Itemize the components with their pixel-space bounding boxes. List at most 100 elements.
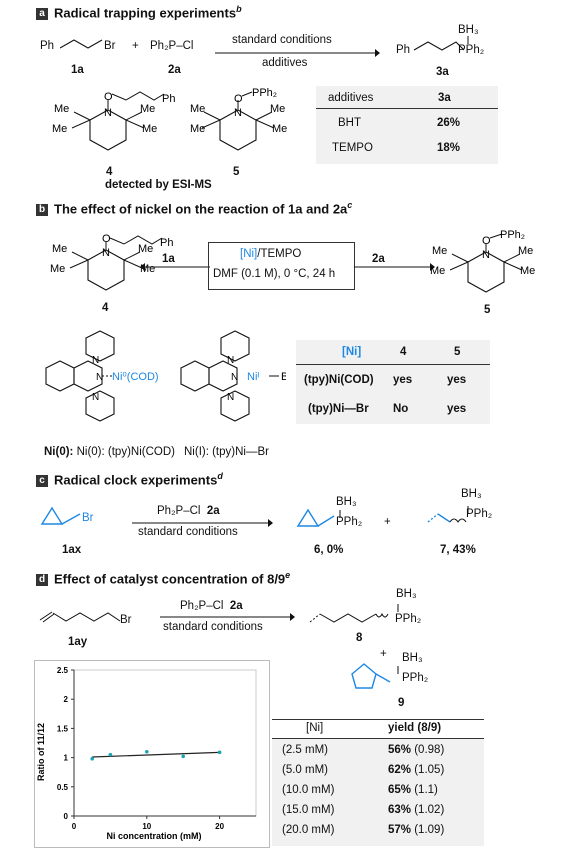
chart-point [181, 754, 185, 759]
ni1-complex-structure: N N N Niᴵ Br [180, 330, 286, 422]
a-adduct5-me3: Me [270, 103, 285, 115]
chart-plot-area [73, 669, 257, 817]
label-1a: 1a [71, 64, 84, 76]
table-d-header-rule [272, 738, 484, 739]
table-d-header-yield: yield (8/9) [388, 722, 442, 734]
a-adduct5-me1: Me [190, 103, 205, 115]
svg-text:N: N [227, 392, 234, 403]
table-d-yield-cell: 65% (1.1) [388, 784, 438, 796]
table-d-yield-percent: 56% [388, 744, 412, 756]
c-arrow-bottom: standard conditions [138, 526, 238, 538]
a-plus: + [132, 40, 139, 52]
d-reaction-arrow [160, 613, 295, 621]
section-a-sup: b [236, 4, 242, 14]
c-product7-label: 7, 43% [440, 544, 476, 556]
table-d-background [272, 738, 484, 846]
chart-x-tick-label: 0 [72, 822, 77, 831]
b-box-line1: [Ni]/TEMPO [240, 248, 301, 260]
table-d-conc-cell: (2.5 mM) [282, 744, 328, 756]
d-arrow-bottom: standard conditions [163, 621, 263, 633]
a-arrow-bottom: additives [262, 57, 308, 69]
b-box-tempo: /TEMPO [257, 248, 302, 260]
section-d-letter: d [36, 574, 48, 587]
table-d-yield-cell: 62% (1.05) [388, 764, 444, 776]
b-adduct4-me2: Me [50, 263, 65, 275]
b-adduct4-me3: Me [138, 243, 153, 255]
a-reactant2: Ph₂P–Cl [150, 40, 194, 52]
table-d-conc-cell: (5.0 mM) [282, 764, 328, 776]
table-d-yield-ratio: (1.05) [411, 764, 445, 776]
table-d-yield-cell: 63% (1.02) [388, 804, 444, 816]
section-b-title: b The effect of nickel on the reaction of… [36, 200, 352, 217]
a-adduct4-me4: Me [142, 123, 157, 135]
c-product6-bh3: BH₃ [336, 496, 357, 508]
caption-ni1: Ni(I): (tpy)Ni—Br [184, 446, 269, 458]
d-product9-structure [351, 663, 399, 689]
c-reactant-structure [40, 506, 81, 525]
section-c-title-text: Radical clock experiments [54, 472, 218, 488]
a-adduct4-me1: Me [54, 103, 69, 115]
label-4a: 4 [106, 166, 113, 178]
a-adduct5-n: N [234, 107, 242, 119]
section-a-letter: a [36, 8, 48, 21]
b-label-4: 4 [102, 302, 109, 314]
table-d-yield-ratio: (0.98) [411, 744, 445, 756]
svg-text:N: N [231, 372, 238, 383]
label-5a: 5 [233, 166, 240, 178]
table-b-header-4: 4 [400, 346, 407, 358]
section-b-letter: b [36, 204, 48, 217]
a-reactant1-ph: Ph [40, 40, 55, 52]
c-product6-pph2: PPh₂ [336, 516, 363, 528]
table-d-yield-cell: 57% (1.09) [388, 824, 444, 836]
table-d-top-rule [272, 719, 484, 720]
table-b-header-ni: [Ni] [342, 346, 362, 358]
table-d-yield-ratio: (1.1) [411, 784, 438, 796]
chart-frame [34, 660, 270, 848]
c-reaction-arrow [132, 519, 273, 527]
chart-y-tick-label: 1 [64, 754, 69, 763]
c-arrow-top-reagent: Ph₂P–Cl [157, 505, 201, 517]
table-b-cell-r2c1: (tpy)Ni—Br [308, 403, 369, 415]
chart-point [217, 750, 222, 755]
c-product6-structure [296, 508, 341, 527]
d-product8-structure [309, 604, 399, 623]
a-adduct4-me2: Me [52, 123, 67, 135]
table-d-yield-percent: 63% [388, 804, 412, 816]
table-b-cell-r1c3: yes [447, 374, 467, 386]
table-d-yield-percent: 65% [388, 784, 412, 796]
a-adduct4-n: N [104, 107, 112, 119]
c-arrow-top: Ph₂P–Cl 2a [157, 505, 220, 517]
chart-point [108, 752, 113, 757]
a-reaction-arrow [215, 49, 380, 57]
svg-text:N: N [227, 355, 234, 366]
b-arrow-right-label: 2a [372, 253, 385, 265]
chart-ylabel: Ratio of 11/12 [36, 723, 46, 781]
section-d-title-text: Effect of catalyst concentration of 8/9 [54, 571, 286, 587]
d-arrow-top-bold: 2a [229, 600, 243, 612]
caption-ni0: Ni(0): Ni(0): (tpy)Ni(COD) [44, 446, 175, 458]
chart-trendline [92, 751, 220, 758]
d-product9-bh3: BH₃ [402, 652, 423, 664]
c-product7-bh3: BH₃ [461, 488, 482, 500]
d-label-9: 9 [398, 697, 405, 709]
chart-y-tick-label: 2.5 [57, 666, 69, 675]
table-b-cell-r2c3: yes [447, 403, 467, 415]
chart-y-tick-label: 0 [64, 812, 69, 821]
table-a-background [316, 86, 498, 164]
chart-x-tick-label: 20 [215, 822, 224, 831]
b-adduct5-me2: Me [430, 265, 445, 277]
section-b-title-text: The effect of nickel on the reaction of … [54, 201, 348, 217]
c-arrow-top-bold: 2a [206, 505, 220, 517]
a-product-pph2: PPh₂ [458, 44, 485, 56]
b-right-arrow [354, 263, 435, 271]
c-product7-structure [427, 506, 469, 523]
label-3a: 3a [436, 66, 449, 78]
b-adduct5-me4: Me [520, 265, 535, 277]
chart-point [90, 756, 94, 761]
table-b-cell-r1c1: (tpy)Ni(COD) [304, 374, 374, 386]
b-box-line2: DMF (0.1 M), 0 °C, 24 h [213, 268, 336, 280]
d-arrow-top: Ph₂P–Cl 2a [180, 600, 243, 612]
table-b-background [296, 340, 490, 424]
b-adduct5-me1: Me [432, 245, 447, 257]
